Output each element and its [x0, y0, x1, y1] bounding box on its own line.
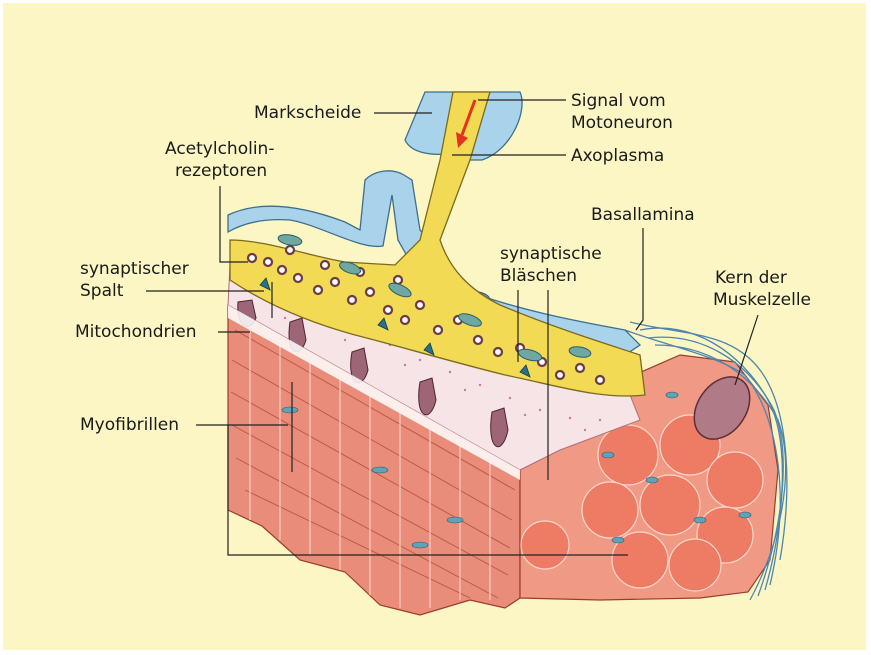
label-signal-line2: Motoneuron	[571, 112, 673, 134]
label-axoplasma-text: Axoplasma	[571, 145, 664, 167]
label-synaptischer-spalt: synaptischer Spalt	[80, 258, 189, 302]
label-kern-der-muskelzelle: Kern der Muskelzelle	[713, 267, 811, 311]
label-acetyl-line2: rezeptoren	[165, 160, 274, 182]
label-signal-vom-motoneuron: Signal vom Motoneuron	[571, 90, 673, 134]
label-spalt-line2: Spalt	[80, 280, 189, 302]
label-kern-line2: Muskelzelle	[713, 289, 811, 311]
label-mitochondrien: Mitochondrien	[75, 321, 197, 343]
label-blaeschen-line2: Bläschen	[500, 265, 602, 287]
label-acetyl-line1: Acetylcholin-	[165, 138, 274, 160]
label-signal-line1: Signal vom	[571, 90, 673, 112]
label-myofibrillen-text: Myofibrillen	[80, 414, 179, 436]
label-spalt-line1: synaptischer	[80, 258, 189, 280]
label-markscheide: Markscheide	[254, 102, 361, 124]
label-myofibrillen: Myofibrillen	[80, 414, 179, 436]
label-synaptische-blaeschen: synaptische Bläschen	[500, 243, 602, 287]
label-kern-line1: Kern der	[713, 267, 811, 289]
label-basallamina: Basallamina	[591, 204, 695, 226]
label-mitochondrien-text: Mitochondrien	[75, 321, 197, 343]
label-markscheide-text: Markscheide	[254, 102, 361, 124]
label-basallamina-text: Basallamina	[591, 204, 695, 226]
label-axoplasma: Axoplasma	[571, 145, 664, 167]
label-acetylcholinrezeptoren: Acetylcholin- rezeptoren	[165, 138, 274, 182]
label-blaeschen-line1: synaptische	[500, 243, 602, 265]
